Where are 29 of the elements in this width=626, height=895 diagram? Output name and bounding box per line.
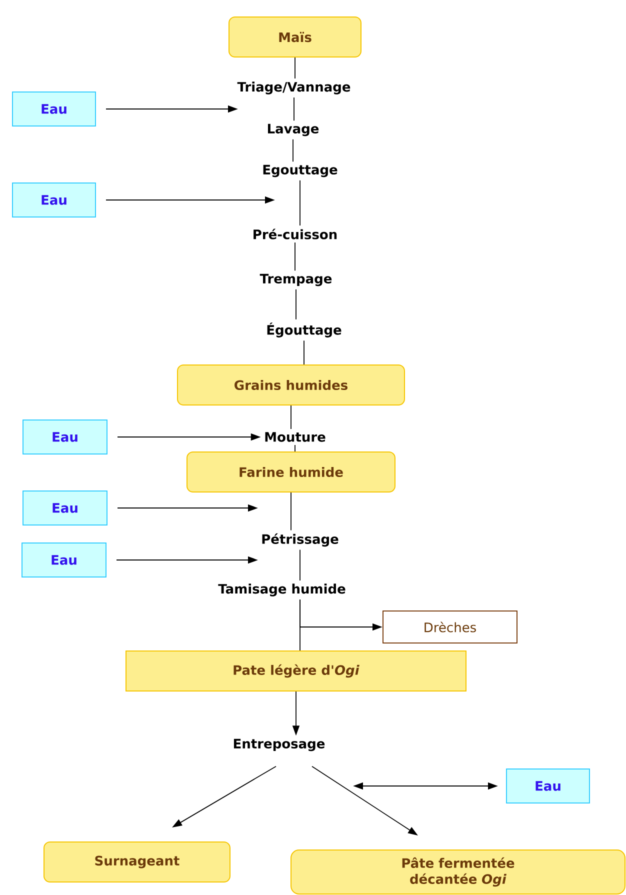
step-label: Pétrissage — [262, 533, 338, 547]
product-box: Pate légère d'Ogi — [126, 650, 466, 692]
product-box: Maïs — [228, 16, 362, 58]
step-label: Tamisage humide — [218, 584, 346, 596]
water-box: Eau — [22, 542, 106, 578]
step-label: Lavage — [268, 124, 319, 136]
product-box: Farine humide — [186, 452, 396, 492]
connector-line — [294, 57, 296, 79]
water-box: Eau — [12, 182, 96, 218]
step-label: Égouttage — [267, 322, 342, 338]
product-box: Pâte fermentée décantée Ogi — [290, 850, 626, 894]
step-label: Entreposage — [234, 738, 325, 752]
step-label: Mouture — [265, 432, 326, 442]
connector-line — [292, 138, 294, 162]
step-label: Egouttage — [263, 164, 338, 178]
water-box: Eau — [506, 768, 590, 804]
step-label: Triage/Vannage — [237, 82, 350, 94]
connector-line — [294, 242, 296, 272]
connector-line — [290, 405, 292, 430]
water-box: Eau — [22, 490, 108, 526]
product-box: Grains humides — [177, 364, 405, 406]
water-box: Eau — [12, 92, 96, 126]
product-box: Surnageant — [44, 842, 230, 882]
water-box: Eau — [22, 420, 108, 454]
connector-line — [294, 444, 296, 452]
step-label: Trempage — [260, 274, 332, 286]
residue-box: Drèches — [382, 610, 518, 644]
step-label: Pré-cuisson — [254, 228, 337, 240]
connector-line — [290, 492, 292, 531]
